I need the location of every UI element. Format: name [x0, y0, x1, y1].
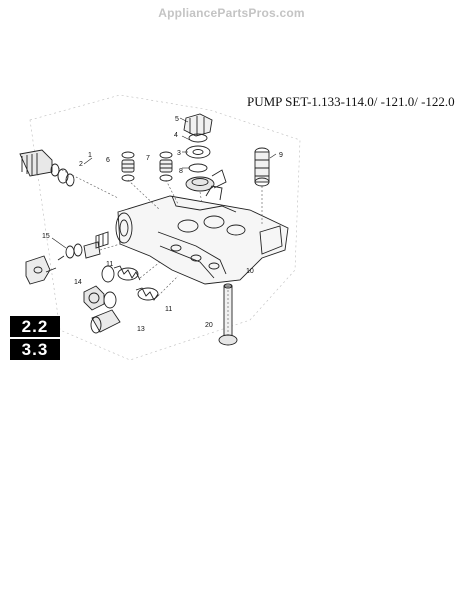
callout-20: 20	[205, 322, 213, 329]
part-bracket-14	[25, 255, 57, 285]
part-fitting-15	[57, 231, 109, 261]
callout-9: 9	[279, 152, 283, 159]
part-pump-housing-10	[115, 185, 289, 285]
part-valve-7	[159, 151, 173, 182]
part-spring-11-upper	[101, 265, 141, 283]
part-cap-13	[90, 309, 121, 334]
watermark: AppliancePartsPros.com	[158, 6, 305, 20]
part-valve-6	[121, 151, 135, 182]
part-cylinder-9	[254, 147, 270, 187]
callout-11-lower: 11	[165, 306, 172, 313]
callout-4: 4	[174, 132, 178, 139]
callout-11-upper: 11	[106, 261, 113, 268]
callout-10: 10	[246, 268, 254, 275]
callout-1: 1	[88, 152, 92, 159]
callout-13: 13	[137, 326, 145, 333]
callout-8: 8	[179, 168, 183, 175]
callout-5: 5	[175, 116, 179, 123]
badge-2-2: 2.2	[10, 316, 60, 337]
badge-3-3: 3.3	[10, 339, 60, 360]
callout-15: 15	[42, 233, 50, 240]
part-fitting-left	[19, 149, 75, 187]
diagram-title: PUMP SET-1.133-114.0/ -121.0/ -122.0	[247, 94, 455, 109]
part-seal-stack	[183, 113, 227, 192]
callout-3: 3	[177, 150, 181, 157]
callout-2: 2	[79, 161, 83, 168]
callout-14: 14	[74, 279, 82, 286]
part-plug-nut	[83, 285, 105, 311]
callout-6: 6	[106, 157, 110, 164]
callout-7: 7	[146, 155, 150, 162]
part-spring-11-lower	[103, 287, 159, 309]
